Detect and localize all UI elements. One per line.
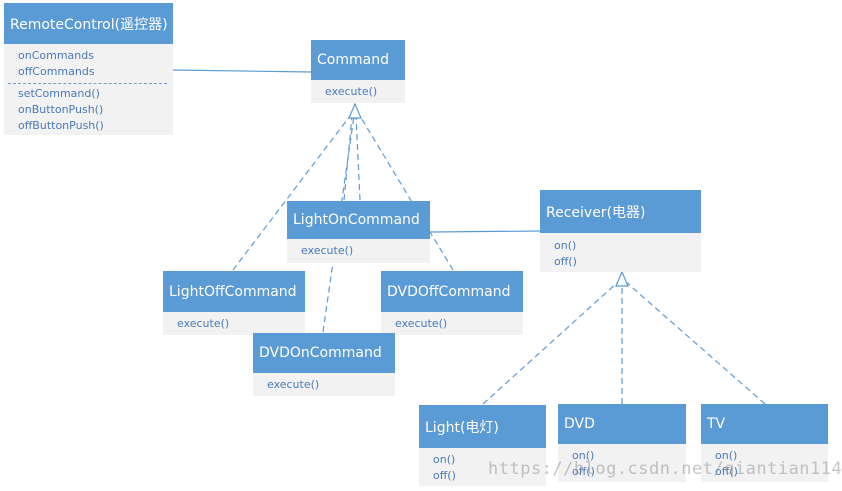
realization-lighton-b <box>355 115 361 201</box>
association-lighton-receiver <box>429 230 541 233</box>
method: off() <box>572 465 595 478</box>
class-remote-control: RemoteControl(遥控器) onCommands offCommand… <box>4 3 173 135</box>
method: off() <box>433 469 456 482</box>
class-header: Receiver(电器) <box>540 190 701 233</box>
divider <box>8 83 167 84</box>
class-header: LightOffCommand <box>163 271 305 312</box>
class-header: DVDOffCommand <box>381 271 523 312</box>
class-body: execute() <box>163 312 305 335</box>
method: off() <box>554 255 577 268</box>
class-light: Light(电灯) on() off() <box>419 405 546 486</box>
class-header: DVDOnCommand <box>253 333 395 373</box>
watermark: https://blog.csdn.net/qiantian114 <box>488 459 842 479</box>
class-body: execute() <box>287 239 430 263</box>
realization-light <box>482 281 619 405</box>
class-header: DVD <box>558 404 686 444</box>
method: execute() <box>177 317 230 330</box>
class-dvd-on-command: DVDOnCommand execute() <box>253 333 395 396</box>
class-header: Command <box>311 40 405 80</box>
class-header: RemoteControl(遥控器) <box>4 3 173 44</box>
class-body: on() off() <box>558 444 686 482</box>
realization-dvdon <box>322 115 355 333</box>
class-command: Command execute() <box>311 40 405 103</box>
class-tv: TV on() off() <box>701 404 828 482</box>
method: on() <box>572 449 595 462</box>
method: off() <box>715 465 738 478</box>
attribute: offCommands <box>18 65 95 78</box>
class-body: on() off() <box>540 233 701 272</box>
class-dvd-off-command: DVDOffCommand execute() <box>381 271 523 335</box>
class-header: TV <box>701 404 828 444</box>
method: offButtonPush() <box>18 119 104 132</box>
triangle-head-command <box>348 102 362 119</box>
realization-lightoff <box>232 115 351 271</box>
method: execute() <box>395 317 448 330</box>
class-body: execute() <box>311 80 405 103</box>
class-body: on() off() <box>701 444 828 482</box>
class-body: execute() <box>253 373 395 396</box>
method: execute() <box>325 85 378 98</box>
realization-tv <box>625 281 766 405</box>
method: on() <box>715 449 738 462</box>
association-remote-command <box>172 69 312 73</box>
class-dvd: DVD on() off() <box>558 404 686 482</box>
method: execute() <box>267 378 320 391</box>
class-body: onCommands offCommands setCommand() onBu… <box>4 44 173 135</box>
class-header: Light(电灯) <box>419 405 546 448</box>
method: on() <box>554 239 577 252</box>
attribute: onCommands <box>18 49 94 62</box>
method: setCommand() <box>18 87 100 100</box>
method: execute() <box>301 244 354 257</box>
triangle-head-receiver <box>615 270 629 287</box>
method: onButtonPush() <box>18 103 104 116</box>
class-body: execute() <box>381 312 523 335</box>
class-light-on-command: LightOnCommand execute() <box>287 201 430 263</box>
class-header: LightOnCommand <box>287 201 430 239</box>
method: on() <box>433 453 456 466</box>
class-receiver: Receiver(电器) on() off() <box>540 190 701 272</box>
class-body: on() off() <box>419 448 546 486</box>
class-light-off-command: LightOffCommand execute() <box>163 271 305 335</box>
